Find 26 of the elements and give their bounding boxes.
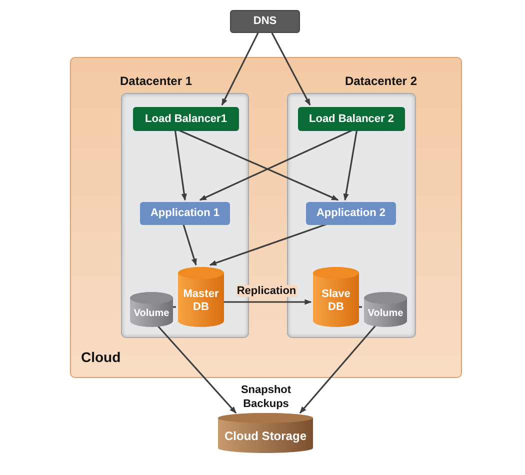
edge-label: Replication [236, 285, 298, 297]
database-cylinder: Master DB [178, 267, 224, 327]
datacenter-label: Datacenter 1 [120, 74, 192, 88]
connector-line [171, 306, 176, 308]
datacenter-label: Datacenter 2 [344, 74, 417, 88]
arrow [299, 324, 377, 414]
volume-cylinder: Volume [130, 292, 173, 327]
dns-box: DNS [230, 10, 300, 33]
arrow [156, 324, 237, 414]
application-box: Application 2 [306, 202, 396, 225]
arrow [221, 32, 259, 106]
connector-line [357, 306, 362, 308]
volume-cylinder: Volume [364, 292, 407, 327]
storage-cylinder: Cloud Storage [218, 413, 313, 453]
load-balancer-box: Load Balancer1 [133, 107, 239, 131]
load-balancer-box: Load Balancer 2 [298, 107, 405, 131]
database-cylinder: Slave DB [313, 267, 359, 327]
arrow [174, 128, 187, 201]
arrow [271, 32, 311, 106]
arrow [343, 128, 358, 201]
note-label: Snapshot Backups [240, 383, 292, 411]
region-label: Cloud [81, 349, 121, 365]
arrow [182, 222, 197, 266]
cloud-region [70, 57, 462, 378]
application-box: Application 1 [140, 202, 230, 225]
arrow [222, 299, 312, 305]
